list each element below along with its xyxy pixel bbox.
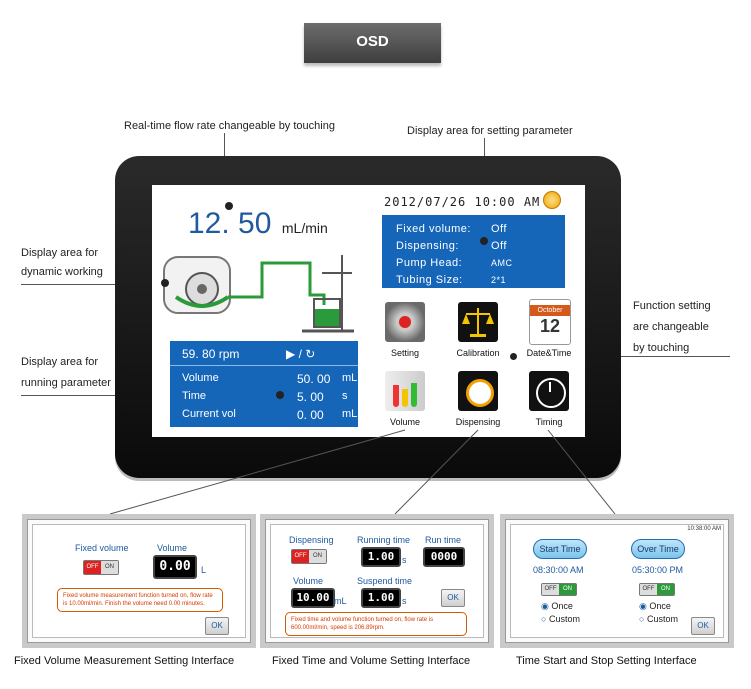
- volume-value-field[interactable]: 0.00: [153, 555, 197, 579]
- callout-line: [514, 356, 730, 357]
- suspend-time-label: Suspend time: [357, 576, 413, 586]
- volume-label: Volume: [157, 543, 188, 553]
- start-time-value[interactable]: 08:30:00 AM: [533, 565, 584, 575]
- function-label-setting[interactable]: Setting: [390, 348, 420, 358]
- ok-button[interactable]: OK: [441, 589, 465, 607]
- callout-running-2: running parameter: [21, 377, 111, 389]
- running-time-unit: s: [402, 555, 407, 565]
- start-toggle[interactable]: OFF ON: [541, 583, 577, 596]
- device-screen: 12. 50 mL/min 2012/07/26 10:00 AM Fixed …: [152, 185, 585, 437]
- gear-icon[interactable]: [385, 302, 425, 342]
- run-direction-icon[interactable]: ▶ / ↻: [286, 347, 316, 361]
- dispensing-label: Dispensing: [289, 535, 334, 545]
- over-toggle[interactable]: OFF ON: [639, 583, 675, 596]
- function-label-calibration[interactable]: Calibration: [456, 348, 500, 358]
- running-parameter-panel[interactable]: 59. 80 rpm ▶ / ↻ Volume 50. 00 mL Time 5…: [170, 341, 358, 427]
- caption-dispensing: Fixed Time and Volume Setting Interface: [272, 655, 471, 667]
- running-row: Volume 50. 00 mL: [182, 372, 358, 386]
- caption-timing: Time Start and Stop Setting Interface: [516, 655, 697, 667]
- suspend-time-field[interactable]: 1.00: [361, 588, 401, 608]
- run-time-field[interactable]: 0000: [423, 547, 465, 567]
- caption-fixed-volume: Fixed Volume Measurement Setting Interfa…: [14, 655, 235, 667]
- timing-clock: 10:38:00 AM: [687, 526, 721, 532]
- fixed-volume-toggle[interactable]: OFF ON: [83, 560, 119, 575]
- balance-scale-icon[interactable]: [458, 302, 498, 342]
- function-label-volume[interactable]: Volume: [389, 417, 421, 427]
- function-label-timing[interactable]: Timing: [535, 417, 563, 427]
- suspend-time-unit: s: [402, 596, 407, 606]
- over-custom-option[interactable]: ○ Custom: [639, 614, 678, 624]
- callout-function-2: are changeable: [633, 321, 709, 333]
- running-time-field[interactable]: 1.00: [361, 547, 401, 567]
- callout-flow-rate: Real-time flow rate changeable by touchi…: [124, 120, 335, 132]
- callout-dot: [276, 391, 284, 399]
- run-time-label: Run time: [425, 535, 462, 545]
- osd-badge: OSD: [304, 23, 441, 63]
- flow-rate-display[interactable]: 12. 50 mL/min: [188, 207, 328, 241]
- setting-row: Fixed volume:Off: [396, 223, 507, 235]
- callout-setting-area: Display area for setting parameter: [407, 125, 573, 137]
- callout-function-1: Function setting: [633, 300, 711, 312]
- pump-illustration: [163, 255, 354, 333]
- dispensing-notice: Fixed time and volume function turned on…: [285, 612, 467, 636]
- ok-button[interactable]: OK: [205, 617, 229, 635]
- running-row: Time 5. 00 s: [182, 390, 348, 404]
- callout-dot: [510, 353, 517, 360]
- callout-dot: [225, 202, 233, 210]
- setting-row: Dispensing:Off: [396, 240, 507, 252]
- rpm-value: 59. 80: [182, 347, 216, 361]
- fixed-volume-label: Fixed volume: [75, 543, 129, 553]
- start-once-option[interactable]: ◉ Once: [541, 601, 573, 611]
- setting-row: Pump Head:AMC: [396, 257, 513, 269]
- tubing-line: [228, 261, 326, 305]
- start-time-button[interactable]: Start Time: [533, 539, 587, 559]
- over-once-option[interactable]: ◉ Once: [639, 601, 671, 611]
- running-time-label: Running time: [357, 535, 411, 545]
- peristaltic-pump-icon: [163, 256, 231, 314]
- clock-icon[interactable]: [529, 371, 569, 411]
- volume-field[interactable]: 10.00: [291, 588, 335, 608]
- alarm-clock-icon[interactable]: [543, 191, 561, 209]
- callout-dot: [480, 237, 488, 245]
- volume-label: Volume: [293, 576, 324, 586]
- ok-button[interactable]: OK: [691, 617, 715, 635]
- rpm-unit: rpm: [218, 347, 240, 361]
- start-custom-option[interactable]: ○ Custom: [541, 614, 580, 624]
- datetime-display: 2012/07/26 10:00 AM: [384, 195, 541, 209]
- callout-dynamic-2: dynamic working: [21, 266, 103, 278]
- callout-line: [21, 284, 167, 285]
- fixed-volume-panel: Fixed volume Volume OFF ON 0.00 L Fixed …: [22, 514, 256, 648]
- fixed-volume-notice: Fixed volume measurement function turned…: [57, 588, 223, 612]
- callout-running-1: Display area for: [21, 356, 99, 368]
- volume-unit: L: [201, 565, 207, 575]
- setting-row: Tubing Size:2*1: [396, 274, 507, 286]
- dispensing-panel: Dispensing Running time Run time OFF ON …: [260, 514, 494, 648]
- volume-unit: mL: [334, 596, 347, 606]
- stopwatch-icon[interactable]: [458, 371, 498, 411]
- callout-dot: [161, 279, 169, 287]
- callout-function-3: by touching: [633, 342, 690, 354]
- dispensing-toggle[interactable]: OFF ON: [291, 549, 327, 564]
- test-tubes-icon[interactable]: [385, 371, 425, 411]
- over-time-button[interactable]: Over Time: [631, 539, 685, 559]
- running-row: Current vol 0. 00 mL: [182, 408, 358, 422]
- beaker-icon: [302, 255, 354, 333]
- function-label-dispensing[interactable]: Dispensing: [455, 417, 501, 427]
- over-time-value[interactable]: 05:30:00 PM: [632, 565, 684, 575]
- function-label-datetime[interactable]: Date&Time: [526, 348, 572, 358]
- timing-panel: 10:38:00 AM Start Time Over Time 08:30:0…: [500, 514, 734, 648]
- flow-rate-unit: mL/min: [281, 220, 328, 236]
- callout-dynamic-1: Display area for: [21, 247, 99, 259]
- setting-parameter-panel: Fixed volume:Off Dispensing:Off Pump Hea…: [382, 215, 565, 288]
- flow-rate-value: 12. 50: [188, 207, 272, 240]
- calendar-icon[interactable]: October 12: [529, 299, 571, 345]
